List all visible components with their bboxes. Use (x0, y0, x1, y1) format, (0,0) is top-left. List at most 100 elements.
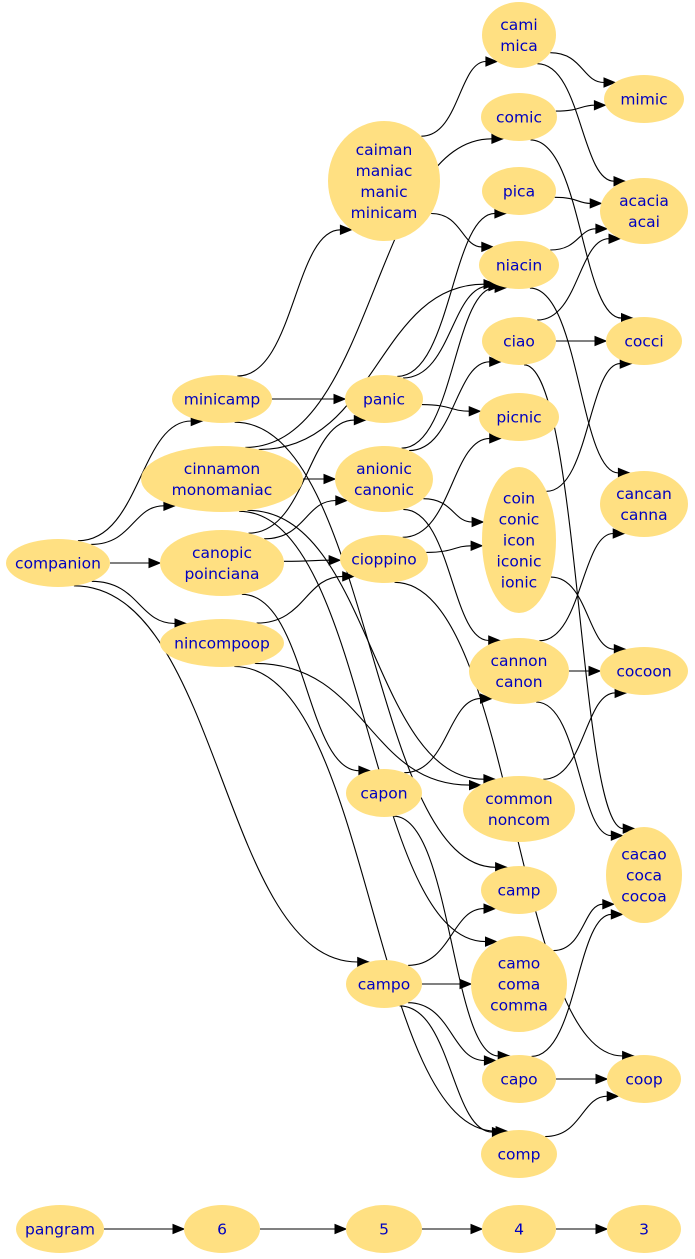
edge-ciao-to-cacao (523, 364, 636, 834)
edge-arrowhead (148, 557, 162, 569)
edge-arrowhead (595, 1223, 609, 1235)
node-ellipse (340, 535, 428, 583)
edge-anionic-to-coin (423, 498, 485, 528)
node-ellipse (141, 446, 303, 512)
node-label: poinciana (184, 565, 259, 583)
edge-arrowhead (612, 528, 626, 539)
edge-line (423, 498, 473, 523)
node-ellipse (481, 93, 557, 141)
edge-campo-to-camp (407, 903, 497, 966)
node-label: cancan (616, 485, 672, 503)
edge-cami-to-mimic (550, 52, 617, 88)
edge-line (531, 913, 612, 1057)
edge-arrowhead (335, 495, 349, 506)
edge-arrowhead (603, 77, 617, 88)
edge-arrowhead (589, 198, 603, 209)
edge-line (421, 60, 486, 137)
edge-canopic-to-panic (248, 414, 367, 534)
node-label: maniac (356, 162, 413, 180)
edge-line (237, 229, 341, 377)
node-cioppino: cioppino (340, 535, 428, 583)
node-label: mimic (620, 91, 667, 109)
node-label: anionic (356, 460, 412, 478)
node-label: monomaniac (172, 481, 273, 499)
node-ellipse (335, 446, 433, 512)
edge-arrowhead (595, 1073, 609, 1085)
node-ellipse (482, 1205, 556, 1253)
node-label: noncom (488, 811, 550, 829)
edge-line (77, 420, 192, 542)
node-label: acai (628, 213, 660, 231)
edge-line (555, 104, 595, 112)
edge-arrowhead (339, 224, 353, 236)
edge-companion-to-cinnamon (90, 500, 177, 545)
edge-line (536, 701, 612, 837)
edge-arrowhead (353, 414, 367, 426)
node-ellipse (160, 619, 284, 667)
edge-line (404, 698, 481, 774)
edge-minicamp-to-caiman (237, 224, 353, 377)
node-label: coin (503, 490, 535, 508)
node-label: minicamp (184, 391, 261, 409)
node-ellipse (346, 769, 422, 817)
edge-line (554, 196, 591, 204)
edge-pica-to-acacia (554, 196, 603, 209)
edge-line (537, 63, 615, 182)
node-comp: comp (481, 1130, 557, 1178)
edge-campo-to-capo (407, 1002, 497, 1066)
node-l4: 4 (482, 1205, 556, 1253)
node-ellipse (328, 121, 440, 241)
edge-camo-to-cacao (553, 898, 616, 952)
edge-arrowhead (610, 909, 624, 920)
nodes-layer: companion minicamp cinnamon monomaniac canop… (6, 2, 688, 1253)
edge-line (529, 287, 619, 474)
node-label: cocoa (621, 888, 667, 906)
node-label: coca (626, 867, 662, 885)
edge-arrowhead (594, 335, 608, 347)
edge-campo-to-camo (421, 978, 473, 990)
node-label: cinnamon (184, 460, 260, 478)
node-companion: companion (6, 539, 110, 587)
edge-arrowhead (593, 99, 607, 111)
node-ellipse (482, 167, 556, 215)
node-label: canopic (192, 544, 252, 562)
edge-line (402, 437, 490, 538)
edge-line (73, 585, 358, 963)
node-ellipse (600, 178, 688, 244)
edge-line (550, 228, 596, 251)
edge-line (537, 238, 610, 321)
edge-line (247, 509, 484, 780)
node-ellipse (606, 827, 682, 923)
node-mimic: mimic (604, 75, 684, 123)
node-label: ciao (503, 333, 535, 351)
node-ellipse (600, 647, 688, 695)
node-label: canon (495, 673, 542, 691)
edge-arrowhead (485, 56, 499, 67)
node-ellipse (600, 471, 688, 537)
edge-cannon-to-cancan (539, 528, 626, 642)
edge-caiman-to-niacin (431, 212, 495, 253)
node-label: cocci (624, 333, 663, 351)
edge-anionic-to-ciao (408, 356, 503, 452)
node-label: 3 (639, 1221, 649, 1239)
edge-line (550, 576, 615, 650)
node-ellipse (6, 539, 110, 587)
edge-companion-to-nincompoop (91, 580, 188, 629)
edge-line (393, 815, 499, 1057)
node-label: picnic (496, 409, 541, 427)
edge-line (90, 505, 164, 545)
edge-arrowhead (613, 175, 627, 187)
node-l3: 3 (607, 1205, 681, 1253)
node-label: capon (360, 785, 407, 803)
edge-niacin-to-acacia (550, 223, 609, 251)
edge-arrowhead (610, 830, 624, 841)
node-label: comp (498, 1146, 541, 1164)
edge-l4-to-l3 (556, 1223, 609, 1235)
edge-line (91, 580, 176, 625)
